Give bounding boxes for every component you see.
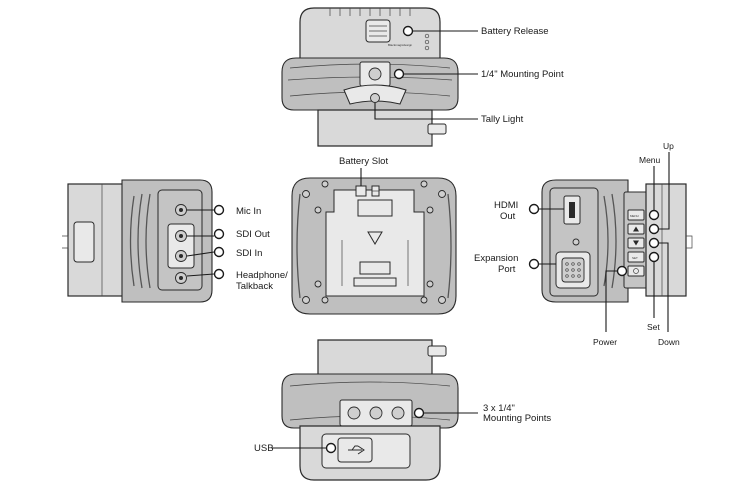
svg-text:USB: USB xyxy=(254,443,274,454)
svg-text:SDI Out: SDI Out xyxy=(236,229,270,240)
callout-tally-light: Tally Light xyxy=(374,103,524,125)
callout-usb: USB xyxy=(254,442,337,454)
battery-slot[interactable] xyxy=(325,189,425,297)
tally-light xyxy=(370,93,380,103)
callout-down: Down xyxy=(648,237,680,347)
svg-text:Battery Slot: Battery Slot xyxy=(339,156,388,167)
svg-text:Menu: Menu xyxy=(639,155,661,165)
camera-right-view: MENU SET xyxy=(541,179,693,303)
callout-power: Power xyxy=(593,265,628,347)
camera-top-view: Blackmagicdesign xyxy=(281,7,459,147)
svg-text:Expansion: Expansion xyxy=(474,253,518,264)
callout-sdi-in: SDI In xyxy=(186,246,262,259)
svg-text:Port: Port xyxy=(498,264,516,275)
callout-up: Up xyxy=(648,141,674,235)
callout-mounting-point: 1/4" Mounting Point xyxy=(393,68,564,80)
menu-button[interactable] xyxy=(627,209,645,221)
power-button[interactable] xyxy=(627,265,645,277)
camera-bottom-view xyxy=(281,339,459,481)
callout-battery-release: Battery Release xyxy=(402,25,549,37)
svg-text:SET: SET xyxy=(632,256,638,260)
svg-text:Mic In: Mic In xyxy=(236,206,261,217)
svg-text:Set: Set xyxy=(647,322,660,332)
callout-expansion-port: Expansion Port xyxy=(474,253,556,275)
svg-text:Battery Release: Battery Release xyxy=(481,26,549,37)
callout-sdi-out: SDI Out xyxy=(187,228,270,240)
svg-text:Up: Up xyxy=(663,141,674,151)
svg-text:Power: Power xyxy=(593,337,617,347)
svg-text:Headphone/: Headphone/ xyxy=(236,270,288,281)
camera-left-view xyxy=(62,179,213,303)
svg-text:SDI In: SDI In xyxy=(236,248,262,259)
callout-battery-slot: Battery Slot xyxy=(339,156,388,186)
callout-headphone: Headphone/ Talkback xyxy=(186,268,288,292)
callout-mounting-points: 3 x 1/4" Mounting Points xyxy=(413,403,551,424)
brand-wordmark: Blackmagicdesign xyxy=(388,43,413,47)
callout-mic-in: Mic In xyxy=(187,204,261,217)
camera-battery-view xyxy=(291,177,457,315)
callout-menu: Menu xyxy=(639,155,661,221)
svg-text:Mounting Points: Mounting Points xyxy=(483,413,551,424)
svg-text:1/4" Mounting Point: 1/4" Mounting Point xyxy=(481,69,564,80)
set-button[interactable] xyxy=(627,251,645,263)
svg-text:Tally Light: Tally Light xyxy=(481,114,524,125)
svg-text:Down: Down xyxy=(658,337,680,347)
svg-text:Out: Out xyxy=(500,211,516,222)
callout-set: Set xyxy=(647,251,660,332)
callout-hdmi-out: HDMI Out xyxy=(494,200,564,222)
svg-text:3 x 1/4": 3 x 1/4" xyxy=(483,403,515,414)
svg-text:MENU: MENU xyxy=(630,214,639,218)
svg-text:Talkback: Talkback xyxy=(236,281,273,292)
svg-text:HDMI: HDMI xyxy=(494,200,518,211)
